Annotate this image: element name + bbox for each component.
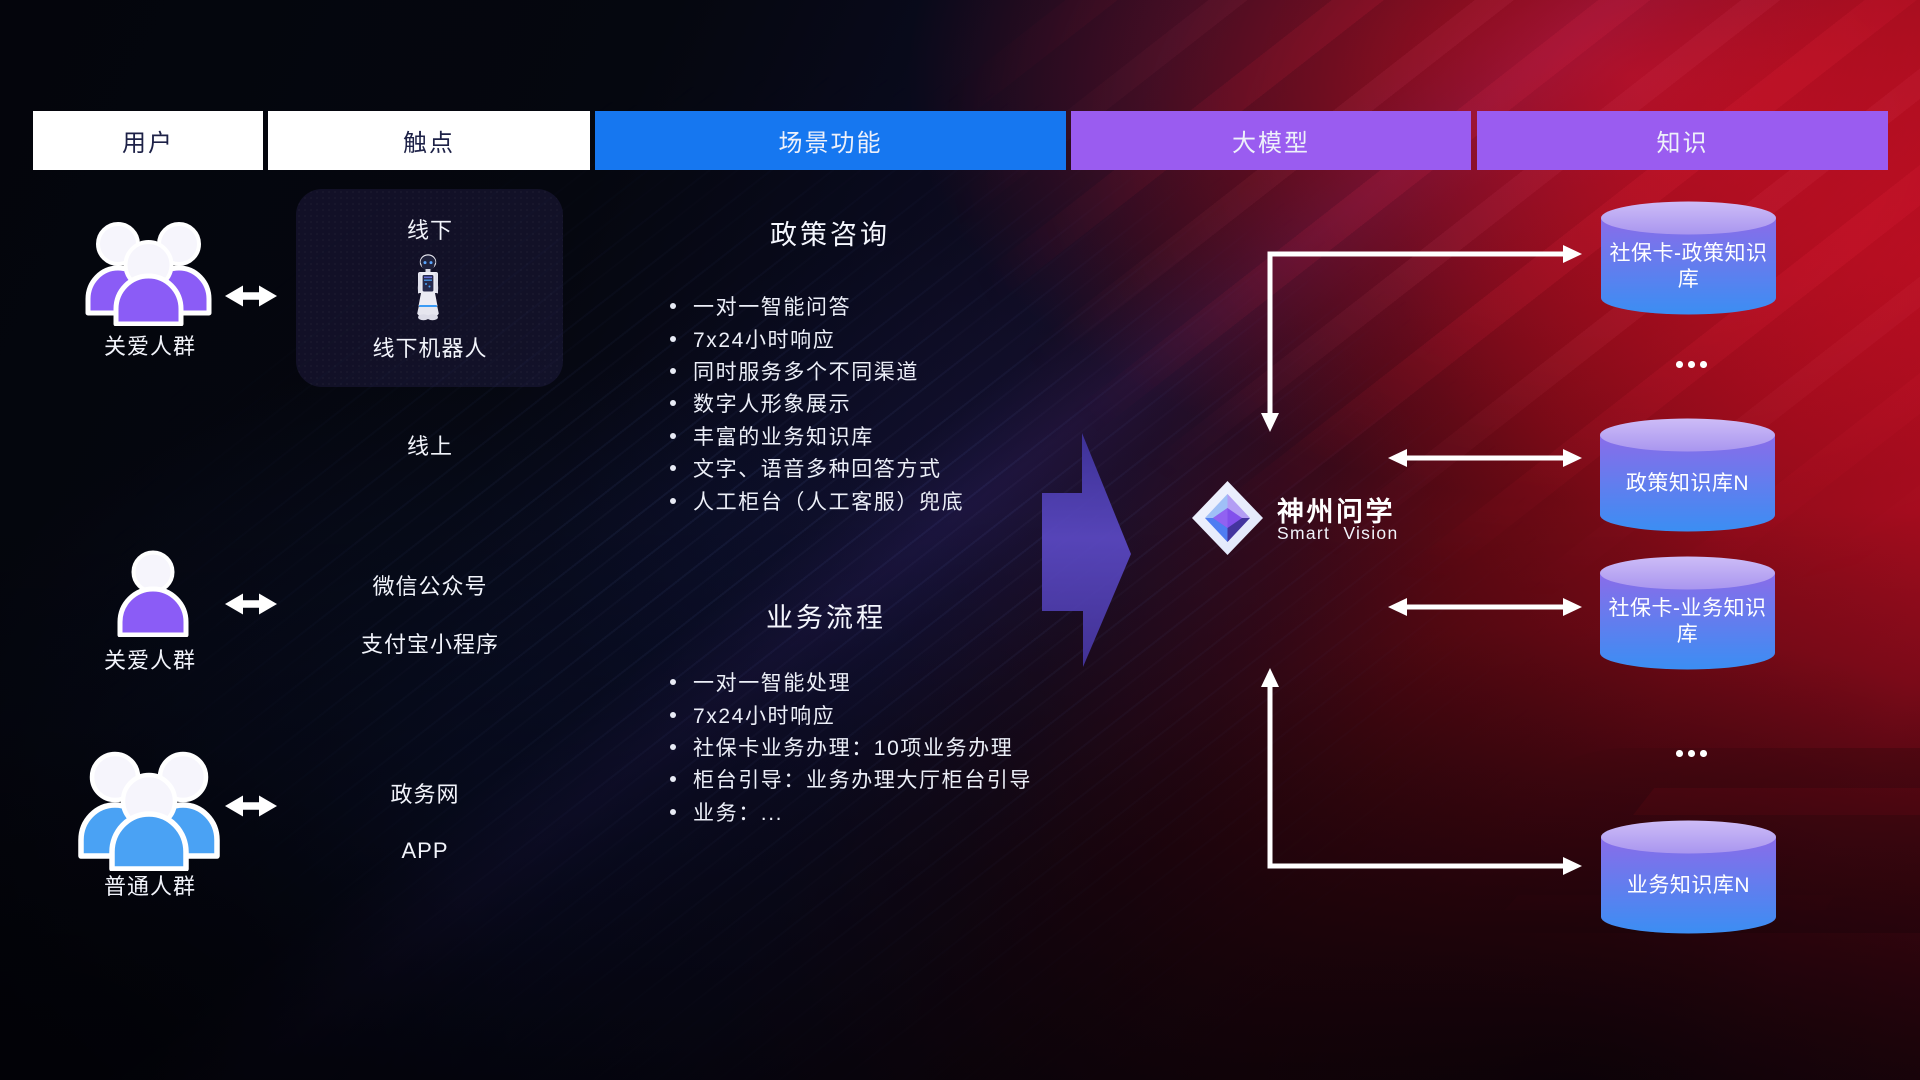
channel-app: APP <box>401 838 449 863</box>
bullet-item: 数字人形象展示 <box>668 387 964 419</box>
channel-govweb: 政务网 <box>390 782 460 807</box>
header-users: 用户 <box>33 111 263 170</box>
offline-robot-label: 线下机器人 <box>372 336 488 361</box>
channel-alipay: 支付宝小程序 <box>360 632 499 657</box>
bullet-item: 7x24小时响应 <box>668 322 964 354</box>
dot <box>1688 361 1695 368</box>
bullet-item: 社保卡业务办理：10项业务办理 <box>668 731 1032 763</box>
bullet-item: 丰富的业务知识库 <box>668 420 964 452</box>
cylinder-label: 社保卡-业务知识库 <box>1608 596 1767 647</box>
robot-icon <box>414 253 442 321</box>
header-knowledge: 知识 <box>1477 111 1888 170</box>
database-cylinder: 社保卡-业务知识库 <box>1600 556 1775 670</box>
scenario-policy-title: 政策咨询 <box>770 220 890 250</box>
cylinder-label: 业务知识库N <box>1626 873 1751 897</box>
people-group-icon <box>80 217 217 326</box>
scenario-business-title: 业务流程 <box>766 603 886 633</box>
brand-name-cn: 神州问学 <box>1277 497 1395 527</box>
user-group-label: 关爱人群 <box>103 334 196 359</box>
cylinder-label: 政策知识库N <box>1625 471 1750 495</box>
channel-wechat: 微信公众号 <box>372 574 488 599</box>
dot <box>1688 750 1695 757</box>
bullet-item: 业务：... <box>668 796 1032 828</box>
bullet-item: 同时服务多个不同渠道 <box>668 355 964 387</box>
dot <box>1676 750 1683 757</box>
ellipsis-dots <box>1676 361 1707 368</box>
scenario-business-list: 一对一智能处理 7x24小时响应 社保卡业务办理：10项业务办理 柜台引导：业务… <box>668 666 1032 828</box>
scenario-policy-list: 一对一智能问答 7x24小时响应 同时服务多个不同渠道 数字人形象展示 丰富的业… <box>668 290 964 517</box>
flow-arrow-icon <box>1042 433 1132 667</box>
cylinder-label: 社保卡-政策知识库 <box>1609 241 1768 292</box>
user-group-label: 普通人群 <box>103 874 196 899</box>
user-group-label: 关爱人群 <box>103 648 196 673</box>
bullet-item: 文字、语音多种回答方式 <box>668 452 964 484</box>
bullet-item: 人工柜台（人工客服）兜底 <box>668 484 964 516</box>
people-group-icon <box>72 746 226 871</box>
offline-title: 线下 <box>406 218 453 243</box>
dot <box>1700 361 1707 368</box>
person-icon <box>114 549 192 637</box>
database-cylinder: 社保卡-政策知识库 <box>1601 201 1776 315</box>
brand-diamond-icon <box>1191 480 1264 556</box>
bullet-item: 一对一智能问答 <box>668 290 964 322</box>
bullet-item: 7x24小时响应 <box>668 698 1032 730</box>
dot <box>1700 750 1707 757</box>
ellipsis-dots <box>1676 750 1707 757</box>
dot <box>1676 361 1683 368</box>
online-title: 线上 <box>406 434 453 459</box>
database-cylinder: 政策知识库N <box>1600 418 1775 532</box>
header-model: 大模型 <box>1071 111 1471 170</box>
database-cylinder: 业务知识库N <box>1601 820 1776 934</box>
bullet-item: 一对一智能处理 <box>668 666 1032 698</box>
header-touchpoints: 触点 <box>268 111 590 170</box>
brand-name-en: Smart Vision <box>1277 523 1399 543</box>
header-scenarios: 场景功能 <box>595 111 1066 170</box>
bullet-item: 柜台引导：业务办理大厅柜台引导 <box>668 763 1032 795</box>
